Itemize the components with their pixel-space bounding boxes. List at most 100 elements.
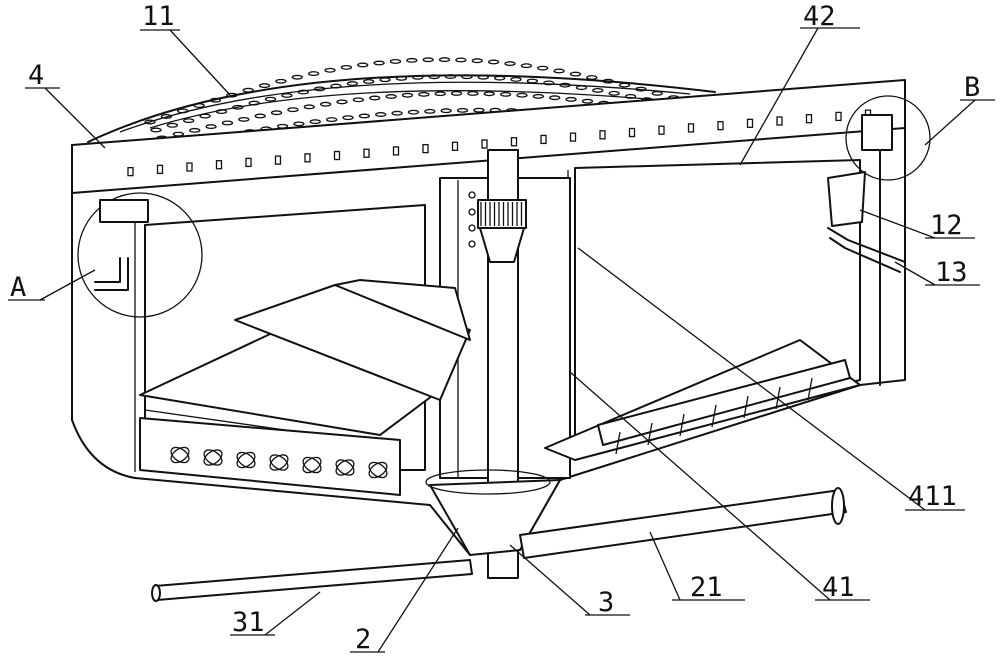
beam-slot xyxy=(333,150,341,161)
beam-slot xyxy=(540,134,547,145)
screen-hole xyxy=(248,100,260,106)
screen-hole xyxy=(473,107,485,113)
screen-hole xyxy=(532,93,545,99)
screen-hole xyxy=(270,110,283,116)
beam-slot xyxy=(687,123,695,133)
agitator-rod xyxy=(679,413,685,437)
screen-hole xyxy=(150,127,162,133)
label-3: 3 xyxy=(598,587,614,618)
screen-hole xyxy=(440,108,452,114)
screen-hole xyxy=(412,74,424,80)
screen-hole xyxy=(526,78,539,84)
screen-hole xyxy=(205,124,217,130)
screen-hole xyxy=(581,98,594,104)
gear-teeth xyxy=(480,202,523,226)
screen-hole xyxy=(543,80,555,86)
screen-hole xyxy=(275,78,287,84)
screen-hole xyxy=(434,91,446,97)
screen-hole xyxy=(254,113,266,119)
label-13: 13 xyxy=(935,257,968,288)
beam-slot xyxy=(746,118,754,128)
screen-hole xyxy=(504,61,516,67)
label-A: A xyxy=(10,272,26,303)
screen-hole xyxy=(520,63,533,69)
detail-circles xyxy=(77,95,931,318)
beam-slot xyxy=(422,143,429,154)
screen-hole xyxy=(592,87,604,93)
beam-slots xyxy=(127,109,872,177)
screen-hole xyxy=(586,75,598,80)
beam-slot xyxy=(392,146,400,156)
beam-slot xyxy=(717,120,724,131)
fan-blade xyxy=(236,451,256,469)
beam-slot xyxy=(215,160,223,170)
screen-hole xyxy=(352,97,365,103)
screen-hole xyxy=(406,57,418,63)
beam-slot xyxy=(805,114,813,124)
screen-hole xyxy=(624,93,637,99)
screen-hole xyxy=(559,82,571,88)
screen-hole xyxy=(238,116,250,122)
screen-hole xyxy=(330,83,342,89)
label-11: 11 xyxy=(142,1,175,32)
agitator-rod xyxy=(807,377,813,401)
screen-hole xyxy=(357,62,369,68)
screen-hole xyxy=(444,74,457,79)
agitator-rod xyxy=(711,404,717,428)
screen-hole xyxy=(467,90,479,96)
screen-hole xyxy=(569,71,582,77)
screen-hole xyxy=(144,119,156,125)
screen-hole xyxy=(325,117,338,123)
beam-slot xyxy=(776,116,783,126)
fan-blade xyxy=(203,449,223,466)
beam-slot xyxy=(510,137,518,147)
label-12: 12 xyxy=(930,210,963,241)
screen-hole xyxy=(450,90,463,96)
screen-hole xyxy=(483,91,495,97)
label-21: 21 xyxy=(690,572,723,603)
screen-hole xyxy=(215,109,228,115)
screen-hole xyxy=(346,81,359,87)
beam-slot xyxy=(363,148,370,158)
label-411: 411 xyxy=(908,481,957,512)
fan-blade xyxy=(236,451,256,469)
screen-hole xyxy=(287,107,299,113)
screen-hole xyxy=(193,103,205,108)
screen-hole xyxy=(363,79,375,84)
screen-hole xyxy=(391,110,403,116)
beam-slot xyxy=(245,157,252,168)
screen-hole xyxy=(471,58,483,64)
label-B: B xyxy=(964,72,980,103)
screen-hole xyxy=(477,74,489,80)
right-ramps xyxy=(544,339,861,461)
screen-hole xyxy=(313,86,326,92)
beam-slot xyxy=(274,155,282,165)
screen-hole xyxy=(303,104,315,110)
screen-hole xyxy=(358,113,371,119)
beam-slot xyxy=(127,166,134,177)
beam-slot xyxy=(481,139,488,149)
screen-hole xyxy=(428,74,440,80)
screen-hole xyxy=(307,71,320,77)
fan-blade xyxy=(302,456,322,474)
screen-hole xyxy=(602,78,614,84)
screen-hole xyxy=(189,127,201,133)
screen-hole xyxy=(369,95,381,101)
screen-hole xyxy=(422,57,434,63)
agitator-rod xyxy=(615,431,621,455)
screen-hole xyxy=(424,108,436,114)
fan-blade xyxy=(170,446,190,464)
screen-hole xyxy=(395,75,408,81)
screen-hole xyxy=(291,74,303,80)
fan-blade xyxy=(335,459,355,476)
fan-blade xyxy=(368,461,388,479)
screen-hole xyxy=(340,64,353,70)
screen-hole xyxy=(166,122,179,128)
screen-hole xyxy=(385,94,397,99)
screen-hole xyxy=(516,92,528,98)
screen-hole xyxy=(373,60,385,66)
beam-slot xyxy=(451,141,459,151)
screen-hole xyxy=(407,109,420,115)
pipes xyxy=(94,227,906,602)
left-ramps xyxy=(139,279,471,446)
